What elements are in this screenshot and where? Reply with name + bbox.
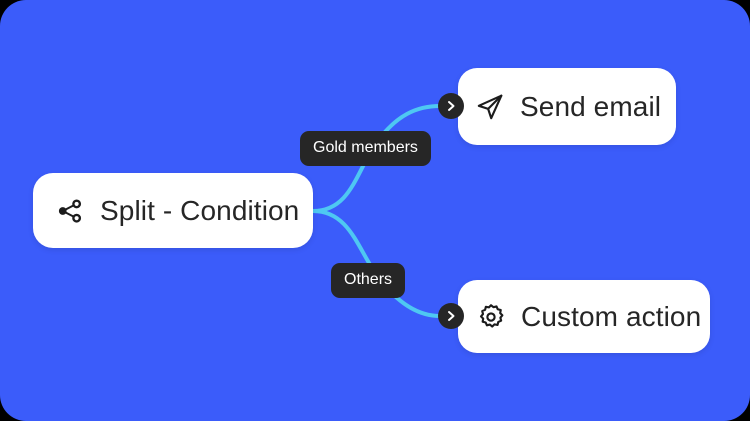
gear-icon bbox=[476, 302, 506, 332]
node-send-email[interactable]: Send email bbox=[458, 68, 676, 145]
node-split-condition-label: Split - Condition bbox=[100, 194, 300, 226]
share-branch-icon bbox=[55, 196, 85, 226]
port-send-email[interactable] bbox=[438, 93, 464, 119]
chevron-right-icon bbox=[448, 101, 455, 111]
branch-label-gold-members[interactable]: Gold members bbox=[300, 131, 431, 166]
node-split-condition[interactable]: Split - Condition bbox=[33, 173, 313, 248]
port-custom-action[interactable] bbox=[438, 303, 464, 329]
chevron-right-icon bbox=[448, 311, 455, 321]
paper-plane-icon bbox=[474, 91, 506, 123]
node-custom-action-label: Custom action bbox=[521, 300, 702, 332]
node-send-email-label: Send email bbox=[520, 90, 662, 122]
node-custom-action[interactable]: Custom action bbox=[458, 280, 710, 353]
branch-label-others[interactable]: Others bbox=[331, 263, 406, 298]
